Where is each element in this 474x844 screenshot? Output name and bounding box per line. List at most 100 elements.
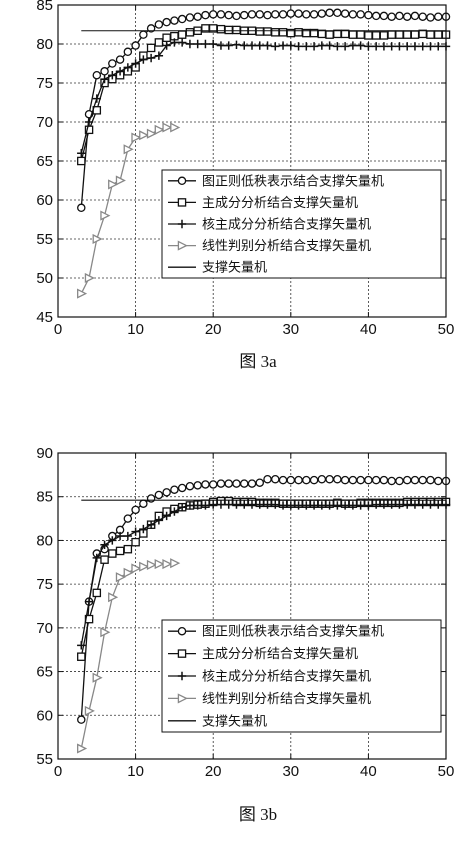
chart-1-xtick-label-4: 40: [360, 321, 377, 338]
chart-2-series-0-point-24: [263, 474, 272, 484]
chart-2-series-3-point-1: [84, 705, 95, 716]
chart-1-series-0-point-25: [271, 10, 280, 19]
chart-1-series-3-point-1: [84, 272, 95, 284]
chart-2-series-2-point-32: [325, 501, 334, 510]
chart-1-series-2-point-18: [216, 41, 226, 50]
chart-2-series-2-point-36: [356, 501, 365, 510]
chart-1-series-1-point-39: [379, 31, 389, 40]
chart-1-series-2-point-46: [434, 42, 443, 51]
chart-1-ytick-label-1: 50: [36, 270, 53, 287]
chart-2-xtick-label-0: 0: [54, 763, 62, 780]
chart-1-series-1-point-13: [177, 30, 187, 39]
chart-1-series-2-point-32: [325, 41, 334, 50]
chart-1-series-1-point-35: [348, 30, 358, 39]
chart-2-series-2-point-31: [317, 501, 327, 510]
chart-2-series-2-point-29: [302, 501, 311, 510]
chart-2-series-0-point-39: [379, 475, 389, 485]
chart-1-series-2-point-37: [364, 42, 373, 51]
chart-1-series-0-point-29: [302, 10, 311, 19]
chart-2-series-0-point-44: [418, 475, 427, 485]
chart-1-series-2-point-27: [286, 41, 295, 50]
chart-2-series-2-point-26: [278, 501, 288, 510]
chart-2-series-0-point-37: [364, 475, 373, 485]
chart-2-series-0: [77, 474, 451, 724]
chart-2-ytick-label-0: 55: [36, 751, 53, 768]
chart-2-ytick-label-4: 75: [36, 576, 53, 593]
chart-1-series-0-point-7: [131, 41, 140, 50]
chart-1-series-1-point-19: [224, 25, 233, 35]
chart-2-legend-label-2: 核主成分分析结合支撑矢量机: [202, 670, 371, 685]
chart-1-series-3-point-10: [154, 124, 165, 135]
chart-2-series-2-point-27: [286, 501, 295, 510]
chart-2-series-3-point-6: [123, 567, 134, 578]
chart-1-series-0-point-34: [340, 9, 350, 18]
chart-2-series-0-point-11: [162, 488, 171, 497]
chart-2-axes-frame: [57, 452, 447, 760]
chart-2-legend-marker-2: [177, 671, 187, 681]
chart-2-series-0-point-22: [247, 479, 257, 488]
chart-1-series-1-point-42: [402, 30, 412, 39]
chart-2-series-0-point-10: [154, 490, 164, 500]
chart-2-legend-label-0: 图正则低秩表示结合支撑矢量机: [202, 625, 384, 640]
chart-2-series-0-point-34: [340, 475, 350, 485]
chart-2-series-3-point-0: [77, 743, 88, 754]
chart-1-series-2-point-34: [340, 42, 350, 51]
chart-2-xtick-label-1: 10: [127, 763, 144, 780]
chart-1-series-1-point-33: [333, 29, 342, 39]
chart-2-series-0-point-46: [433, 476, 443, 486]
chart-1-series-3-point-6: [123, 144, 134, 155]
chart-1-series-0-point-17: [208, 10, 218, 19]
chart-2-series-2-point-21: [240, 500, 249, 509]
chart-2-series-2-point-16: [201, 501, 210, 510]
chart-2-series-0-point-25: [271, 474, 280, 484]
chart-1-series-2-point-39: [379, 42, 389, 51]
chart-2-series-2-point-12: [170, 507, 179, 516]
chart-2-series-2-point-9: [146, 520, 156, 529]
chart-2-series-2-point-30: [309, 501, 319, 510]
chart-1-legend-marker-1: [177, 198, 187, 207]
chart-1-series-0-point-26: [278, 10, 288, 19]
chart-1-series-1-point-23: [255, 27, 265, 36]
chart-2-legend-box: [161, 619, 442, 733]
chart-1-series-0-point-38: [371, 11, 381, 21]
chart-2-legend-marker-3: [177, 693, 188, 704]
chart-1-series-1-point-38: [371, 31, 381, 40]
chart-1-series-0-point-10: [154, 20, 164, 29]
chart-2-series-2-point-41: [395, 500, 404, 509]
chart-1-series-1-point-0: [77, 156, 86, 166]
chart-1-series-0-point-21: [239, 10, 249, 20]
chart-1-caption: 图 3a: [239, 352, 277, 371]
chart-1-series-2-point-29: [302, 42, 311, 51]
chart-1-legend-label-4: 支撑矢量机: [202, 261, 267, 276]
chart-1-legend-label-2: 核主成分分析结合支撑矢量机: [202, 218, 371, 233]
chart-1-series-0-point-3: [100, 67, 109, 76]
chart-2-series-2-point-23: [255, 500, 264, 509]
chart-2-series-2-point-18: [216, 500, 226, 509]
chart-2-series-2-point-14: [185, 501, 195, 510]
chart-2-series-1-point-5: [115, 546, 125, 556]
chart-1-series-2-point-41: [395, 42, 404, 51]
chart-1-series-1-point-28: [294, 28, 303, 37]
chart-2-series-2-point-34: [340, 501, 350, 510]
chart-2-series-2-point-39: [379, 500, 389, 509]
chart-2-ytick-label-5: 80: [36, 532, 53, 549]
chart-2-series-3-point-8: [139, 561, 150, 572]
chart-1-series-3-point-2: [92, 233, 103, 245]
chart-1-series-3-point-8: [139, 130, 150, 141]
chart-1-legend-label-0: 图正则低秩表示结合支撑矢量机: [202, 174, 384, 189]
chart-1-series-2-point-25: [271, 42, 280, 51]
chart-2-series-2-point-35: [348, 501, 358, 510]
chart-2-ytick-label-6: 85: [36, 489, 53, 506]
chart-1-series-1-point-36: [356, 30, 365, 39]
chart-1-series-2-point-44: [418, 42, 427, 51]
chart-1-series-2-point-40: [387, 42, 396, 51]
chart-2-series-1-point-0: [77, 652, 86, 661]
chart-2-series-0-point-19: [224, 479, 233, 488]
chart-1-series-2-point-30: [309, 42, 319, 51]
chart-1-ytick-label-4: 65: [36, 153, 53, 170]
chart-2-series-3: [77, 558, 181, 754]
chart-2-series-0-point-35: [348, 475, 358, 485]
chart-1-series-0-point-24: [263, 10, 272, 20]
